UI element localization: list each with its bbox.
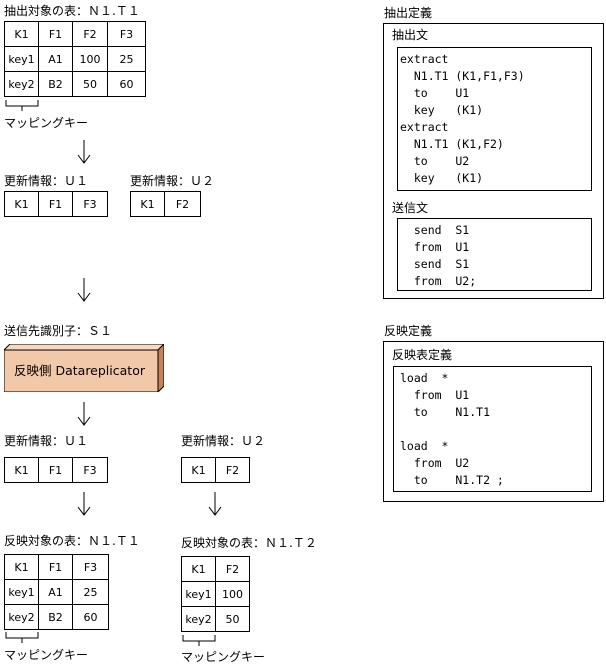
- reflect-table-definition-box: load * from U1 to N1.T1 load * from U2 t…: [393, 366, 592, 492]
- reflect-code: load * from U1 to N1.T1 load * from U2 t…: [400, 371, 504, 487]
- table-cell: key2: [4, 71, 39, 97]
- target-t1-title: 反映対象の表：Ｎ１.Ｔ１: [4, 534, 140, 548]
- down-arrow-icon: [77, 278, 91, 302]
- reflect-definition-title: 反映定義: [384, 324, 433, 338]
- table-cell: F3: [72, 457, 108, 483]
- table-cell: key1: [4, 46, 39, 72]
- table-cell: 25: [72, 579, 109, 605]
- update-info-u1-title-2: 更新情報：Ｕ１: [4, 434, 89, 448]
- extract-statement-title: 抽出文: [392, 28, 429, 42]
- table-cell: 50: [215, 606, 250, 632]
- table-cell: K1: [130, 191, 165, 217]
- table-cell: 50: [72, 71, 108, 97]
- down-arrow-icon: [77, 492, 91, 516]
- table-cell: F3: [107, 21, 146, 47]
- table-cell: key1: [181, 581, 216, 607]
- table-cell: F2: [164, 191, 201, 217]
- extract-statement-box: extract N1.T1 (K1,F1,F3) to U1 key (K1) …: [397, 47, 592, 191]
- table-cell: F3: [72, 554, 109, 580]
- source-table-title: 抽出対象の表：Ｎ１.Ｔ１: [4, 4, 140, 18]
- mapping-key-label-3: マッピングキー: [181, 650, 266, 664]
- reflect-definition-panel: [383, 341, 604, 502]
- table-cell: K1: [4, 191, 39, 217]
- table-cell: F2: [72, 21, 108, 47]
- table-cell: F3: [72, 191, 108, 217]
- mapping-key-bracket: [5, 100, 39, 111]
- replicator-box: [4, 344, 164, 392]
- table-cell: 60: [107, 71, 146, 97]
- table-cell: F1: [38, 554, 73, 580]
- extract-code: extract N1.T1 (K1,F1,F3) to U1 key (K1) …: [400, 52, 525, 185]
- update-info-u2-title: 更新情報：Ｕ２: [130, 174, 215, 188]
- reflect-table-definition-title: 反映表定義: [392, 348, 453, 362]
- update-info-u2-title-2: 更新情報：Ｕ２: [181, 434, 266, 448]
- send-statement-title: 送信文: [392, 201, 429, 215]
- send-statement-box: send S1 from U1 send S1 from U2;: [397, 218, 592, 291]
- down-arrow-icon: [77, 140, 91, 164]
- mapping-key-label: マッピングキー: [4, 116, 89, 130]
- down-arrow-icon: [208, 492, 222, 516]
- table-cell: B2: [38, 71, 73, 97]
- update-info-u1-title: 更新情報：Ｕ１: [4, 174, 89, 188]
- table-cell: 25: [107, 46, 146, 72]
- table-cell: 100: [72, 46, 108, 72]
- mapping-key-label-2: マッピングキー: [4, 648, 89, 662]
- table-cell: key1: [4, 579, 39, 605]
- send-code: send S1 from U1 send S1 from U2;: [413, 223, 477, 288]
- table-cell: K1: [4, 554, 39, 580]
- table-cell: F2: [215, 457, 250, 483]
- extract-definition-title: 抽出定義: [384, 6, 433, 20]
- mapping-key-bracket: [5, 632, 39, 643]
- table-cell: F1: [38, 457, 73, 483]
- table-cell: K1: [4, 457, 39, 483]
- table-cell: A1: [38, 579, 73, 605]
- table-cell: F1: [38, 191, 73, 217]
- table-cell: F2: [215, 556, 250, 582]
- target-t2-title: 反映対象の表：Ｎ１.Ｔ２: [181, 536, 317, 550]
- mapping-key-bracket: [182, 635, 216, 646]
- down-arrow-icon: [77, 402, 91, 426]
- table-cell: K1: [181, 457, 216, 483]
- sender-id-label: 送信先識別子：Ｓ１: [4, 324, 113, 338]
- table-cell: K1: [181, 556, 216, 582]
- table-cell: A1: [38, 46, 73, 72]
- table-cell: 100: [215, 581, 250, 607]
- table-cell: B2: [38, 604, 73, 630]
- table-cell: K1: [4, 21, 39, 47]
- extract-definition-panel: [383, 23, 604, 299]
- table-cell: F1: [38, 21, 73, 47]
- table-cell: key2: [4, 604, 39, 630]
- table-cell: key2: [181, 606, 216, 632]
- table-cell: 60: [72, 604, 109, 630]
- replicator-label: 反映側 Datareplicator: [14, 363, 145, 378]
